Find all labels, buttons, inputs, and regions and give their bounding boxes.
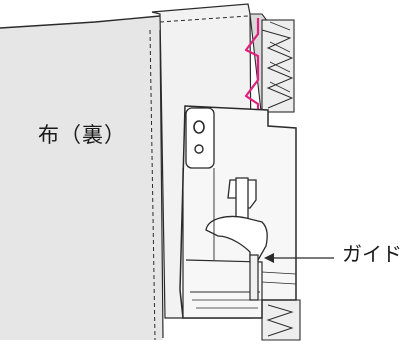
presser-foot xyxy=(179,105,297,319)
guide-pointer-arrow-icon xyxy=(264,253,334,263)
fabric-wrong-side-label: 布（裏） xyxy=(38,123,126,147)
guide-label: ガイド xyxy=(342,242,402,266)
